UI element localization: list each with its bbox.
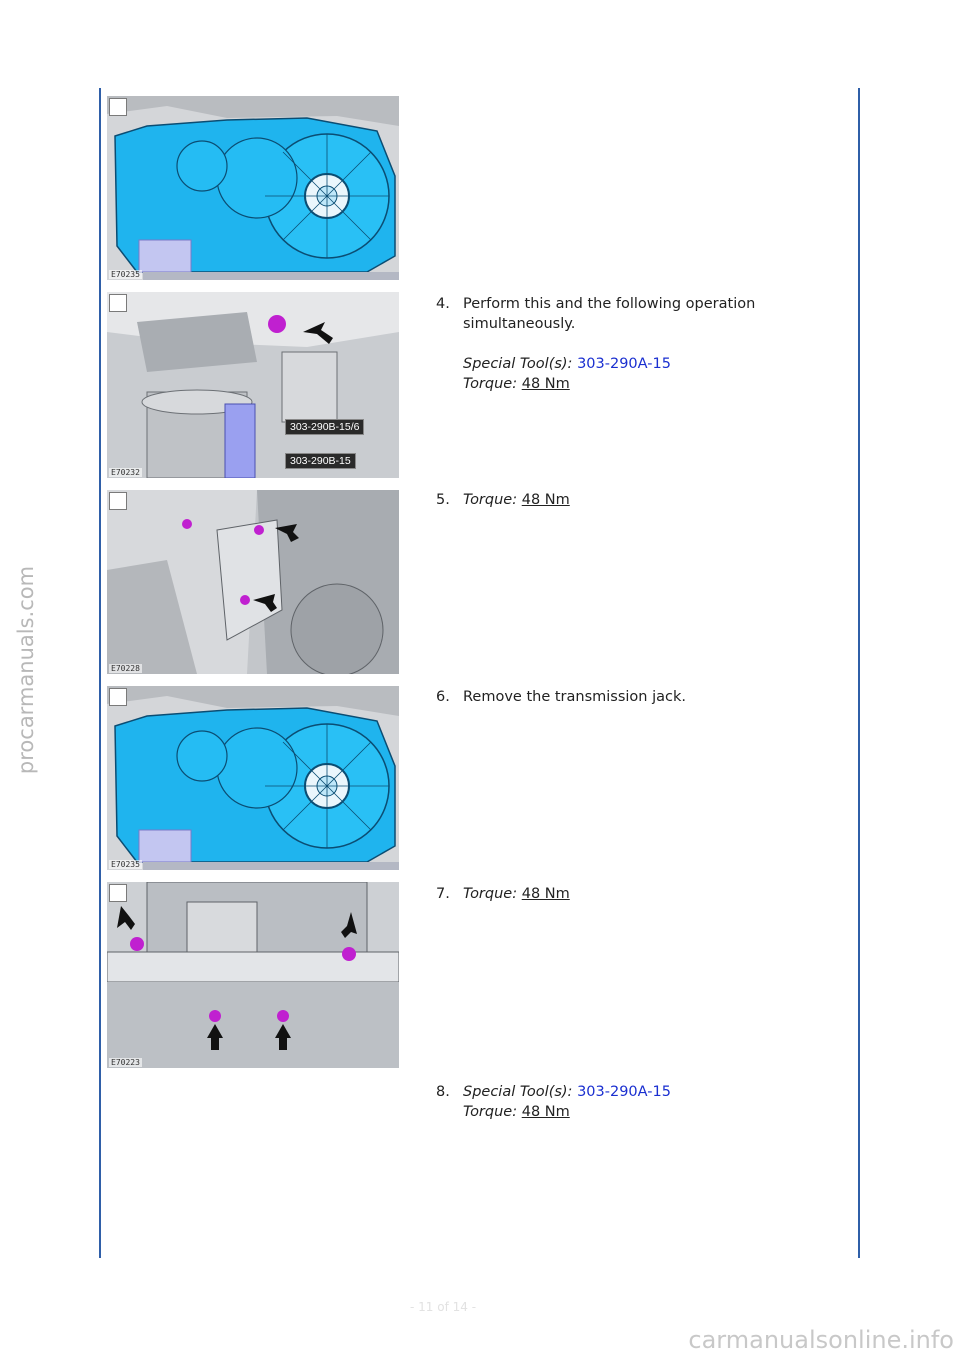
step-number: 4. [436,296,450,312]
torque-value[interactable]: 48 Nm [521,492,570,508]
arrow-icon [117,906,135,930]
figure-code: E70235 [109,270,142,279]
tool-callout-2: 303-290B-15 [285,453,356,469]
zoom-icon[interactable] [109,884,127,902]
step-4: 4. Perform this and the following operat… [436,294,836,394]
arrow-icon [275,1024,291,1050]
bottom-watermark: carmanualsonline.info [688,1326,954,1354]
transmission-highlighted-illustration [107,96,399,280]
figure-transmission-highlighted[interactable]: E70235 [107,96,399,280]
torque-label: Torque: [463,376,518,392]
step-number: 8. [436,1084,450,1100]
step-text: Remove the transmission jack. [463,689,686,705]
zoom-icon[interactable] [109,98,127,116]
step-number: 6. [436,689,450,705]
torque-label: Torque: [463,492,518,508]
zoom-icon[interactable] [109,492,127,510]
special-tool-label: Special Tool(s): [463,356,573,372]
special-tool-link[interactable]: 303-290A-15 [577,1084,671,1100]
arrow-icon [207,1024,223,1050]
figure-transmission-support[interactable]: 303-290B-15/6 303-290B-15 E70232 [107,292,399,478]
figure-code: E70232 [109,468,142,477]
transmission-highlighted-illustration [107,686,399,870]
arrow-icon [341,912,357,938]
torque-label: Torque: [463,886,518,902]
page-number: - 11 of 14 - [410,1300,477,1314]
torque-value[interactable]: 48 Nm [521,1104,570,1120]
torque-label: Torque: [463,1104,518,1120]
figure-mount-bolts[interactable]: E70228 [107,490,399,674]
mount-bolts-illustration [107,490,399,674]
step-5: 5. Torque: 48 Nm [436,490,836,510]
figure-code: E70223 [109,1058,142,1067]
zoom-icon[interactable] [109,294,127,312]
figure-bellhousing-bolts[interactable]: E70223 [107,882,399,1068]
side-watermark-text: procarmanuals.com [14,565,38,775]
arrow-icon [253,594,277,612]
left-page-border [99,88,101,1258]
figure-code: E70228 [109,664,142,673]
side-watermark: procarmanuals.com [6,560,46,780]
tool-callout-1: 303-290B-15/6 [285,419,365,435]
right-page-border [858,88,860,1258]
special-tool-label: Special Tool(s): [463,1084,573,1100]
figure-code: E70235 [109,860,142,869]
torque-value[interactable]: 48 Nm [521,376,570,392]
special-tool-link[interactable]: 303-290A-15 [577,356,671,372]
arrow-icon [275,524,299,542]
bellhousing-bolts-illustration [107,882,399,1068]
transmission-support-illustration [107,292,399,478]
step-number: 5. [436,492,450,508]
torque-value[interactable]: 48 Nm [521,886,570,902]
figure-transmission-highlighted-2[interactable]: E70235 [107,686,399,870]
zoom-icon[interactable] [109,688,127,706]
step-text: Perform this and the following operation… [463,296,756,332]
step-6: 6. Remove the transmission jack. [436,687,836,707]
step-7: 7. Torque: 48 Nm [436,884,836,904]
step-number: 7. [436,886,450,902]
step-8: 8. Special Tool(s): 303-290A-15 Torque: … [436,1082,836,1122]
